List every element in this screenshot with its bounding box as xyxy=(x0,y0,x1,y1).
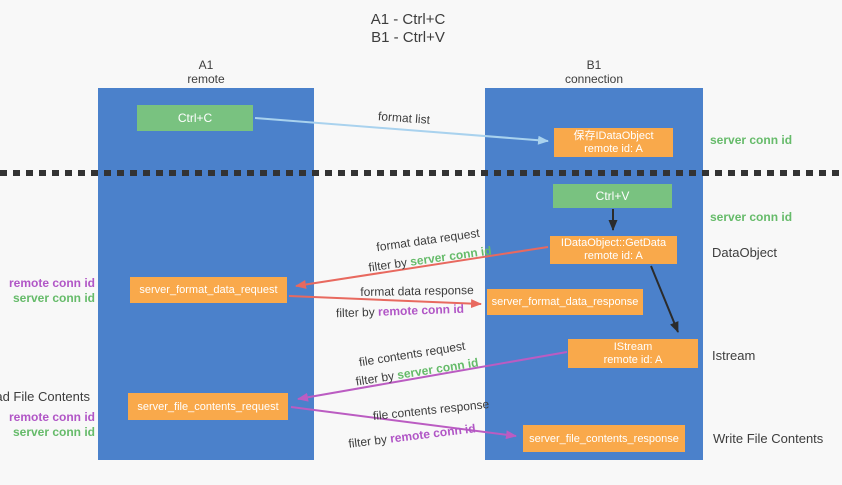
ctrl-c-label: Ctrl+C xyxy=(177,111,213,125)
format-response-label: server_format_data_response xyxy=(491,296,639,308)
format-data-response-label: format data response xyxy=(360,283,474,299)
title-line-b1: B1 - Ctrl+V xyxy=(371,29,445,46)
filter-by-text: filter by xyxy=(354,368,399,389)
remote-conn-id-annotation: remote conn id xyxy=(8,410,95,424)
format-request-label: server_format_data_request xyxy=(139,284,278,296)
file-conn-id-annotation: remote conn id server conn id xyxy=(9,410,95,440)
format-list-label: format list xyxy=(377,109,431,127)
istream-annotation: Istream xyxy=(712,348,756,363)
lane-header-a1: A1 remote xyxy=(98,58,314,86)
server-conn-id-annotation-top: server conn id xyxy=(710,133,793,147)
ctrl-v-node: Ctrl+V xyxy=(553,184,672,208)
file-response-filter-label: filter by remote conn id xyxy=(348,421,477,450)
server-conn-id-annotation: server conn id xyxy=(12,291,95,305)
file-request-label: server_file_contents_request xyxy=(137,400,279,413)
format-response-filter-label: filter by remote conn id xyxy=(336,302,464,320)
title-line-a1: A1 - Ctrl+C xyxy=(370,11,446,28)
file-contents-response-label: file contents response xyxy=(372,396,490,424)
save-idataobject-node: 保存IDataObject remote id: A xyxy=(554,128,673,157)
format-conn-id-annotation: remote conn id server conn id xyxy=(9,276,95,306)
lane-header-b1: B1 connection xyxy=(485,58,703,86)
server-format-data-request-node: server_format_data_request xyxy=(130,277,287,303)
server-file-contents-response-node: server_file_contents_response xyxy=(523,425,685,452)
istream-line1: IStream xyxy=(613,340,653,353)
save-idataobject-line2: remote id: A xyxy=(584,142,643,155)
save-idataobject-line1: 保存IDataObject xyxy=(573,129,654,142)
filter-by-text: filter by xyxy=(347,431,392,451)
remote-conn-id-annotation: remote conn id xyxy=(8,276,95,290)
idataobject-getdata-node: IDataObject::GetData remote id: A xyxy=(550,236,677,264)
server-format-data-response-node: server_format_data_response xyxy=(487,289,643,315)
diagram-title: A1 - Ctrl+C B1 - Ctrl+V xyxy=(0,11,816,47)
getdata-line2: remote id: A xyxy=(584,250,643,262)
remote-conn-id-text: remote conn id xyxy=(377,301,465,319)
server-conn-id-annotation: server conn id xyxy=(12,425,95,439)
write-file-contents-annotation: Write File Contents xyxy=(713,431,824,446)
server-file-contents-request-node: server_file_contents_request xyxy=(128,393,288,420)
istream-node: IStream remote id: A xyxy=(568,339,698,368)
getdata-line1: IDataObject::GetData xyxy=(560,237,667,249)
lane-a1-subtitle: remote xyxy=(187,72,225,86)
dataobject-annotation: DataObject xyxy=(712,245,778,260)
read-file-contents-annotation: Read File Contents xyxy=(0,389,90,404)
ctrl-v-label: Ctrl+V xyxy=(595,189,630,203)
ctrl-c-node: Ctrl+C xyxy=(137,105,253,131)
istream-line2: remote id: A xyxy=(603,353,663,366)
remote-conn-id-text: remote conn id xyxy=(389,421,477,446)
file-response-label: server_file_contents_response xyxy=(529,432,679,445)
lane-b1-subtitle: connection xyxy=(564,72,624,86)
machine-boundary-dashed-line xyxy=(0,170,842,176)
lane-a1-name: A1 xyxy=(198,58,214,72)
filter-by-text: filter by xyxy=(335,304,379,321)
filter-by-text: filter by xyxy=(367,254,412,275)
server-conn-id-annotation-mid: server conn id xyxy=(710,210,793,224)
lane-b1-name: B1 xyxy=(586,58,602,72)
